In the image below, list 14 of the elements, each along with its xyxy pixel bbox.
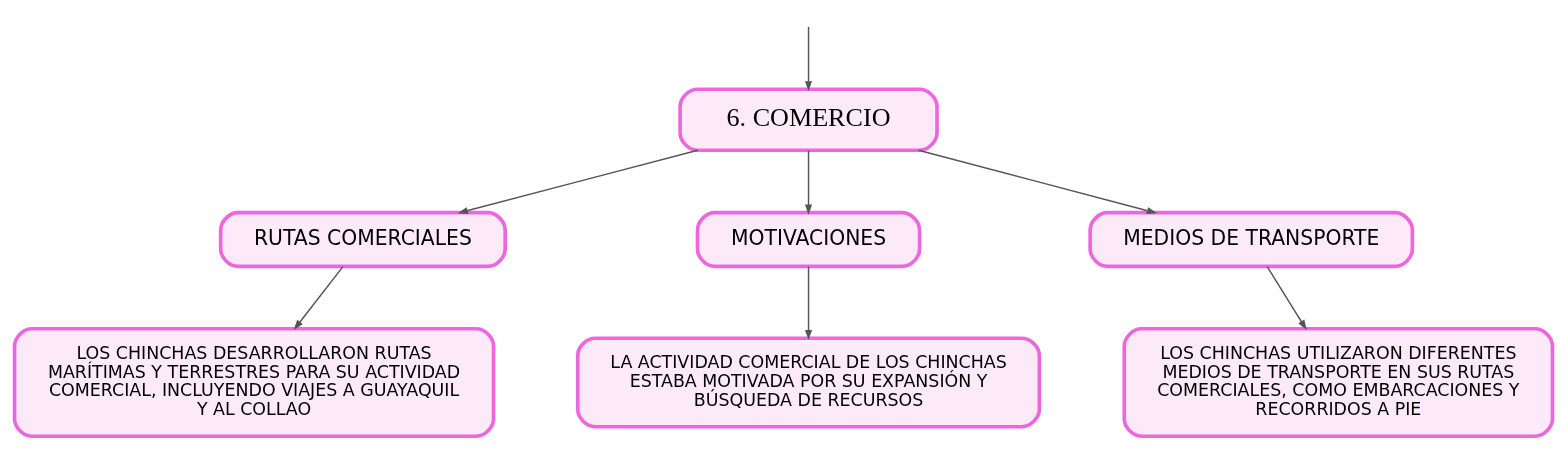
arrow: [804, 25, 813, 91]
node-box: LOS CHINCHAS DESARROLLARON RUTAS MARÍTIMAS Y TERRESTRES PARA SU ACTIVIDAD COMERCIAL, INCLUYENDO VIAJES A GUAYAQUIL Y AL COLLAO: [12, 326, 496, 438]
arrow: [804, 149, 813, 215]
node-box: RUTAS COMERCIALES: [218, 210, 507, 268]
arrow: [293, 265, 344, 330]
node-box: MOTIVACIONES: [695, 210, 922, 268]
arrow: [804, 265, 813, 340]
node-box: LA ACTIVIDAD COMERCIAL DE LOS CHINCHAS ESTABA MOTIVADA POR SU EXPANSIÓN Y BÚSQUEDA DE RECURSOS: [575, 335, 1042, 429]
arrow: [917, 149, 1158, 214]
node-box: LOS CHINCHAS UTILIZARON DIFERENTES MEDIOS DE TRANSPORTE EN SUS RUTAS COMERCIALES, COMO EMBARCACIONES Y RECORRIDOS A PIE: [1122, 326, 1555, 438]
node-box: 6. COMERCIO: [678, 86, 939, 152]
node-box: MEDIOS DE TRANSPORTE: [1088, 210, 1415, 268]
arrow: [457, 149, 699, 214]
arrow: [1266, 265, 1307, 330]
